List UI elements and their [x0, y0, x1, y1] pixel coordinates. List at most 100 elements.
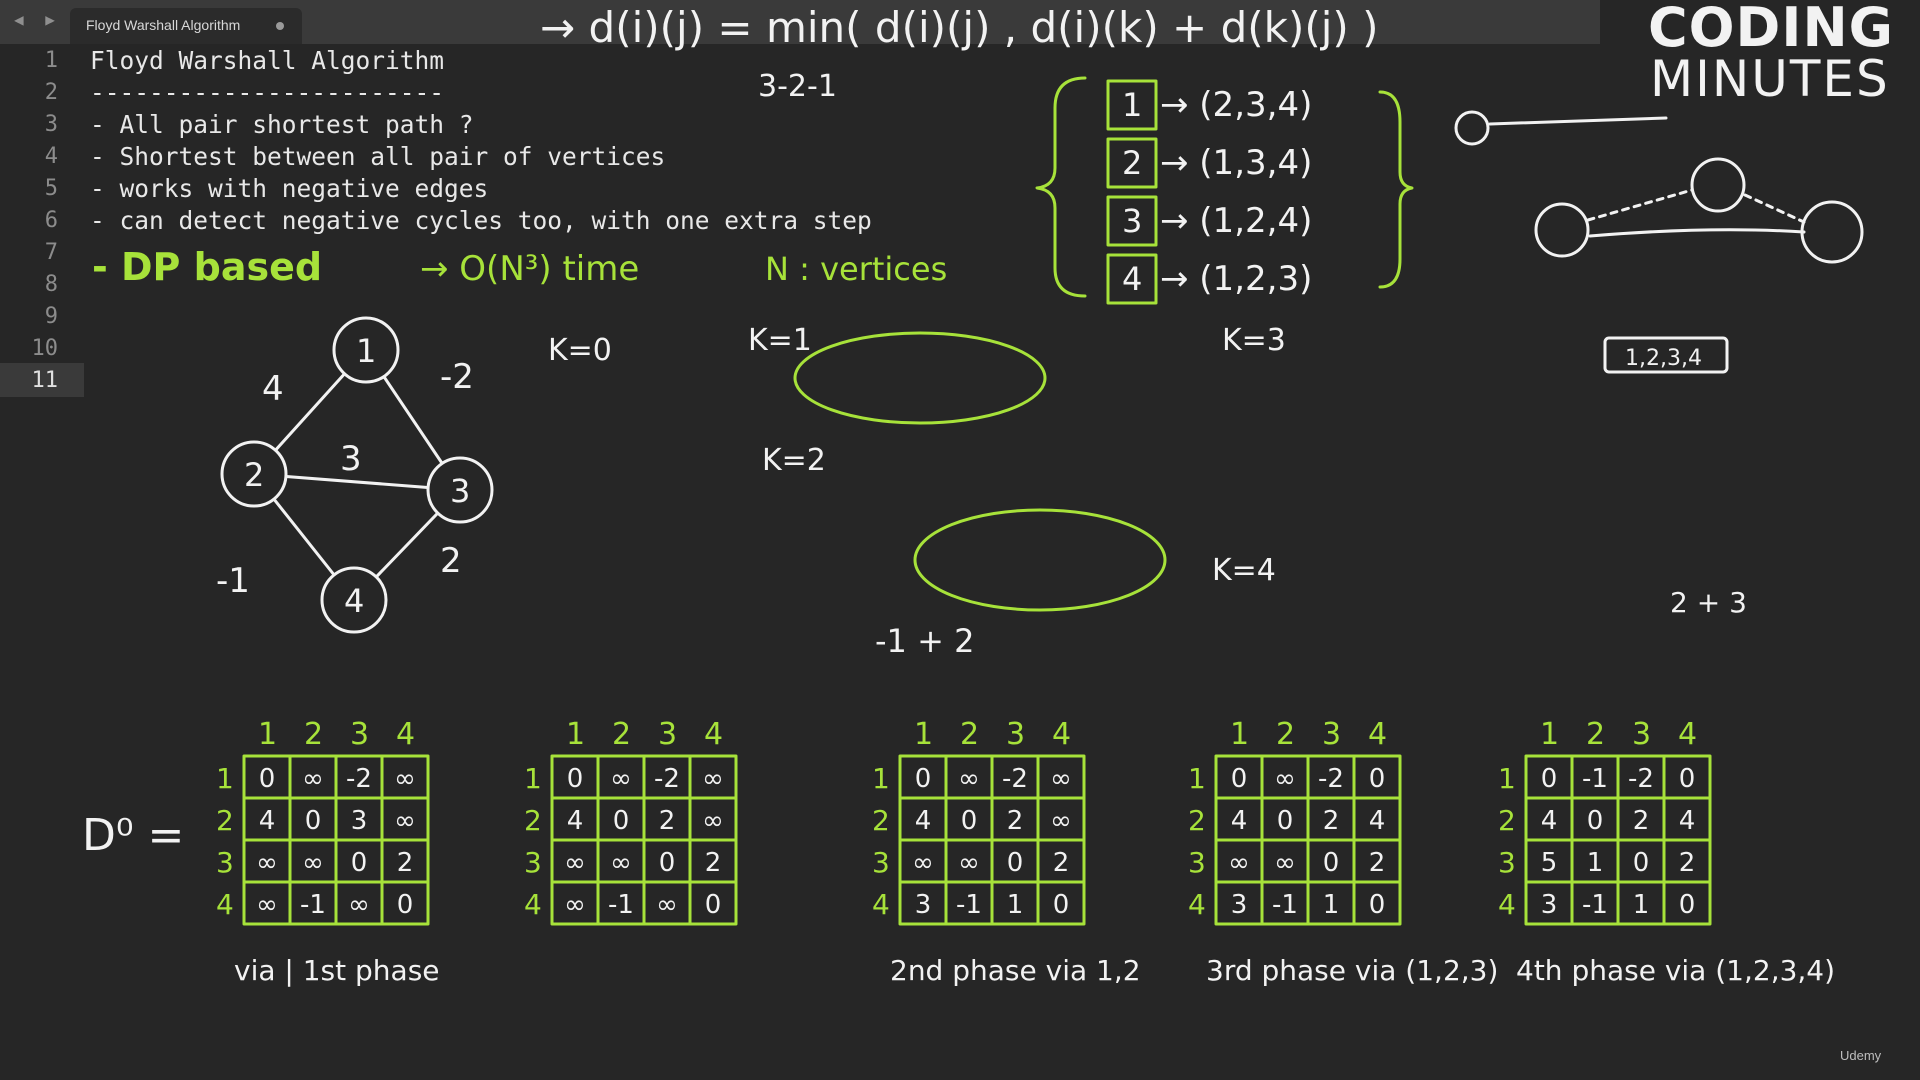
- edge-weight-label: 3: [340, 439, 362, 479]
- graph-node-label: 1: [356, 332, 376, 370]
- matrix-cell: -2: [654, 764, 680, 794]
- code-line[interactable]: ------------------------: [90, 78, 445, 107]
- matrix-col-header: 1: [914, 717, 933, 752]
- matrix-cell: ∞: [302, 848, 324, 878]
- code-line[interactable]: - Shortest between all pair of vertices: [90, 142, 666, 171]
- line-number: 3: [44, 112, 58, 137]
- matrix-cell: 0: [1369, 764, 1386, 794]
- matrix-cell: 0: [915, 764, 932, 794]
- code-line[interactable]: - All pair shortest path ?: [90, 110, 474, 139]
- graph-node: [220, 440, 288, 508]
- ij-squiggle: [1588, 228, 1806, 238]
- matrix-row-header: 3: [1498, 846, 1516, 879]
- matrix-cell: 4: [1541, 806, 1558, 836]
- node-1-line: [1488, 116, 1668, 126]
- matrix-cell: 0: [397, 890, 414, 920]
- d0-label: D⁰ =: [82, 810, 184, 861]
- line-number: 11: [31, 368, 59, 393]
- reach-brace-right: [1378, 90, 1414, 289]
- matrix-cell: 2: [397, 848, 414, 878]
- line-number: 5: [44, 176, 58, 201]
- matrix-row-header: 1: [216, 762, 234, 795]
- ij-dashed-path: [1586, 188, 1806, 224]
- matrix-cell: 4: [915, 806, 932, 836]
- matrix-cell: -2: [1002, 764, 1028, 794]
- matrix-cell: -1: [608, 890, 634, 920]
- matrix-cell: 1: [1587, 848, 1604, 878]
- reach-node-label: 4: [1122, 260, 1142, 298]
- matrix-cell: 0: [961, 806, 978, 836]
- matrix-cell: 2: [1369, 848, 1386, 878]
- n-vertices-text: N : vertices: [765, 250, 947, 288]
- matrix-cell: 0: [351, 848, 368, 878]
- reach-node-box: [1106, 253, 1158, 305]
- reach-list: 1→ (2,3,4)2→ (1,3,4)3→ (1,2,4)4→ (1,2,3): [1106, 79, 1312, 305]
- reach-node-box: [1106, 195, 1158, 247]
- graph-node-label: 2: [244, 456, 264, 494]
- matrix-cell: 3: [915, 890, 932, 920]
- matrix-cell: 2: [659, 806, 676, 836]
- code-line[interactable]: - works with negative edges: [90, 174, 489, 203]
- matrix-cell: 5: [1541, 848, 1558, 878]
- matrix-col-header: 3: [658, 717, 677, 752]
- matrix-cell: 1: [1323, 890, 1340, 920]
- matrix-col-header: 4: [1678, 717, 1697, 752]
- k-label: K=3: [1222, 323, 1286, 358]
- matrix-row-header: 1: [872, 762, 890, 795]
- line-number-gutter: [0, 44, 84, 1080]
- reach-others-label: → (1,3,4): [1160, 143, 1312, 183]
- matrix-cell: 2: [1323, 806, 1340, 836]
- matrix-col-header: 1: [1540, 717, 1559, 752]
- matrix-cell: ∞: [958, 764, 980, 794]
- matrix-cell: ∞: [1228, 848, 1250, 878]
- matrix-cell: ∞: [610, 764, 632, 794]
- matrix-cell: -1: [1582, 890, 1608, 920]
- matrix-col-header: 3: [350, 717, 369, 752]
- matrix-col-header: 4: [396, 717, 415, 752]
- matrix-cell: ∞: [1274, 848, 1296, 878]
- matrix-row-header: 4: [1498, 888, 1516, 921]
- tab-nav-arrows-icon[interactable]: ◀ ▶: [14, 10, 61, 29]
- code-line[interactable]: Floyd Warshall Algorithm: [90, 46, 445, 75]
- matrix-cell: 0: [1633, 848, 1650, 878]
- matrix-cell: -1: [956, 890, 982, 920]
- graph-node-label: 4: [344, 582, 364, 620]
- matrix-cell: 0: [1679, 764, 1696, 794]
- matrix-cell: ∞: [1050, 806, 1072, 836]
- matrix-cell: 0: [1277, 806, 1294, 836]
- editor-tab[interactable]: Floyd Warshall Algorithm: [70, 8, 302, 44]
- matrix-cell: 0: [1587, 806, 1604, 836]
- matrix-cell: 1: [1633, 890, 1650, 920]
- edge-weight-label: 2: [440, 541, 462, 581]
- matrix-col-header: 1: [258, 717, 277, 752]
- matrix-cell: 0: [305, 806, 322, 836]
- complexity-text: → O(N³) time: [420, 249, 639, 289]
- code-line[interactable]: - can detect negative cycles too, with o…: [90, 206, 872, 235]
- matrix-cell: 4: [1369, 806, 1386, 836]
- k-label: K=2: [762, 443, 826, 478]
- matrix-row-header: 4: [524, 888, 542, 921]
- matrix-cell: 0: [259, 764, 276, 794]
- matrix-cell: ∞: [656, 890, 678, 920]
- k2-path-ellipse: [913, 508, 1167, 612]
- graph-node: [332, 316, 400, 384]
- matrix-cell: ∞: [394, 764, 416, 794]
- matrix-cell: -1: [1272, 890, 1298, 920]
- matrix-cell: ∞: [610, 848, 632, 878]
- edge-weight-label: -1: [216, 561, 250, 601]
- matrix-row-header: 3: [216, 846, 234, 879]
- node-1-small: [1454, 110, 1490, 146]
- line-number: 10: [31, 336, 59, 361]
- matrix-cell: -1: [300, 890, 326, 920]
- dp-based-text: - DP based: [92, 245, 322, 289]
- matrix-cell: ∞: [912, 848, 934, 878]
- matrix-cell: 4: [259, 806, 276, 836]
- matrix-row-header: 2: [1188, 804, 1206, 837]
- reach-node-box: [1106, 79, 1158, 131]
- tab-title: Floyd Warshall Algorithm: [86, 17, 241, 33]
- matrix-cell: 0: [1323, 848, 1340, 878]
- matrix-cell: ∞: [958, 848, 980, 878]
